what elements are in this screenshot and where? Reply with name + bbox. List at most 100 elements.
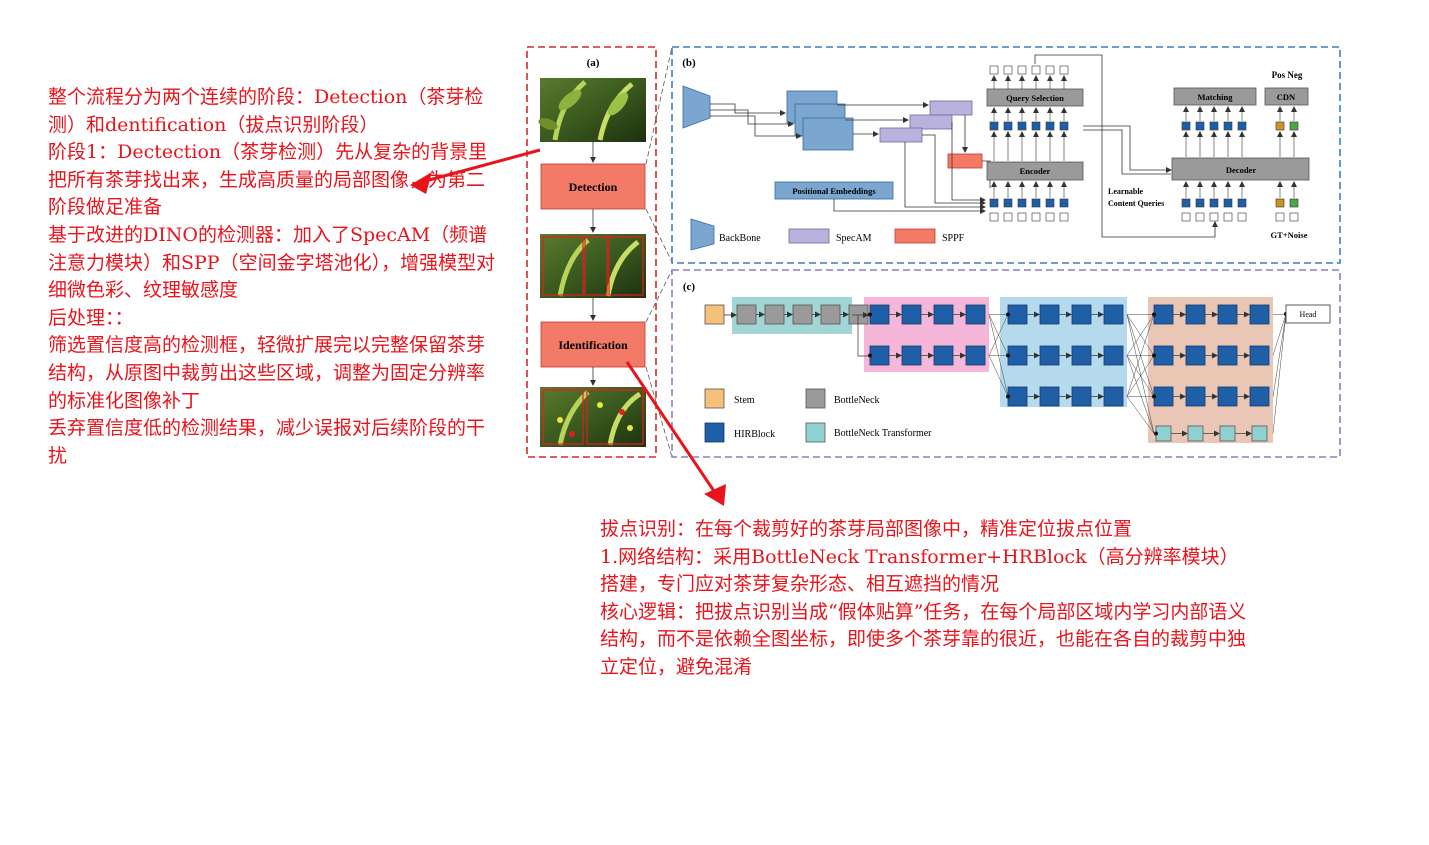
legend-hirblock-label: HIRBlock bbox=[734, 429, 775, 440]
junction-dot bbox=[868, 353, 872, 358]
hirblock bbox=[965, 304, 986, 325]
panel-c: (c) Head Stem BottleNeck HIRBlock Bottle… bbox=[671, 269, 1341, 458]
tea-image-detected bbox=[540, 234, 646, 298]
encoder-input-token bbox=[1059, 198, 1069, 208]
output-query-token bbox=[1045, 65, 1055, 75]
content-query-token bbox=[1195, 212, 1205, 222]
panel-b-border bbox=[671, 46, 1341, 264]
fusion-link bbox=[1272, 313, 1287, 356]
encoder-feature-token bbox=[1031, 121, 1041, 131]
hirblock bbox=[1153, 345, 1174, 366]
positional-token bbox=[1003, 212, 1013, 222]
junction-dot bbox=[868, 312, 872, 317]
noise-positive-token bbox=[1275, 198, 1285, 208]
positional-token bbox=[989, 212, 999, 222]
encoder-feature-token bbox=[1003, 121, 1013, 131]
encoder-input-token bbox=[1031, 198, 1041, 208]
bottleneck-transformer-block bbox=[1155, 425, 1172, 442]
matching-label: Matching bbox=[1198, 92, 1234, 102]
legend-specam-label: SpecAM bbox=[836, 233, 872, 244]
annotation-arrow-detection bbox=[410, 148, 541, 194]
legend-specam-swatch bbox=[788, 228, 830, 244]
legend-backbone-swatch bbox=[690, 218, 715, 251]
detection-label: Detection bbox=[569, 180, 618, 194]
hirblock bbox=[1103, 345, 1124, 366]
note-line: 阶段1：Dectection（茶芽检测）先从复杂的背景里把所有茶芽找出来，生成高… bbox=[48, 141, 488, 219]
hirblock bbox=[869, 304, 890, 325]
matching-box bbox=[1173, 87, 1257, 106]
fusion-link bbox=[1126, 314, 1155, 434]
panel-a-border bbox=[526, 46, 657, 458]
encoder-feature-token bbox=[1045, 121, 1055, 131]
panel-b: (b) Positional Embeddings bbox=[671, 46, 1341, 264]
note-line: 基于改进的DINO的检测器：加入了SpecAM（频谱注意力模块）和SPP（空间金… bbox=[48, 223, 496, 302]
hirblock bbox=[1185, 345, 1206, 366]
encoder-input-token bbox=[1003, 198, 1013, 208]
content-query-token bbox=[1223, 212, 1233, 222]
gt-token bbox=[1275, 212, 1285, 222]
decoder-output-token bbox=[1223, 121, 1233, 131]
junction-dot bbox=[1006, 353, 1010, 358]
tea-image-original bbox=[538, 78, 646, 142]
bottleneck-block bbox=[792, 304, 813, 325]
legend-bottleneck-transformer-label: BottleNeck Transformer bbox=[834, 428, 932, 439]
decoder-query-token bbox=[1181, 198, 1191, 208]
bottleneck-transformer-block bbox=[1251, 425, 1268, 442]
decoder-query-token bbox=[1237, 198, 1247, 208]
left-annotation: 整个流程分为两个连续的阶段：Detection（茶芽检测）和dentificat… bbox=[48, 84, 503, 470]
hirblock bbox=[1185, 386, 1206, 407]
encoder-input-token bbox=[989, 198, 999, 208]
stem-block bbox=[704, 304, 725, 325]
junction-dot bbox=[1152, 353, 1156, 358]
cdn-negative-token bbox=[1289, 121, 1299, 131]
legend-hirblock-swatch bbox=[704, 422, 725, 443]
decoder-box bbox=[1171, 157, 1310, 181]
cdn-box bbox=[1264, 87, 1309, 106]
bottleneck-transformer-block bbox=[1187, 425, 1204, 442]
output-query-token bbox=[1059, 65, 1069, 75]
encoder-feature-token bbox=[1017, 121, 1027, 131]
hirblock bbox=[1007, 386, 1028, 407]
specam-block bbox=[909, 114, 953, 130]
content-queries-label: Content Queries bbox=[1108, 199, 1164, 208]
note-line: 1.网络结构：采用BottleNeck Transformer+HRBlock（… bbox=[600, 545, 1239, 596]
hirblock bbox=[933, 304, 954, 325]
head-label: Head bbox=[1300, 310, 1317, 319]
panel-a: (a) Detection Identification bbox=[526, 46, 657, 458]
hirblock bbox=[1103, 304, 1124, 325]
hirblock bbox=[1007, 304, 1028, 325]
output-query-token bbox=[1003, 65, 1013, 75]
hirblock bbox=[933, 345, 954, 366]
tea-image-identified bbox=[540, 387, 646, 447]
encoder-box bbox=[986, 161, 1084, 181]
backbone-block bbox=[682, 85, 711, 129]
noise-negative-token bbox=[1289, 198, 1299, 208]
content-query-token bbox=[1181, 212, 1191, 222]
hirblock bbox=[1153, 304, 1174, 325]
fusion-link bbox=[1272, 313, 1287, 315]
output-query-token bbox=[1017, 65, 1027, 75]
positional-token bbox=[1045, 212, 1055, 222]
note-line: 核心逻辑：把拔点识别当成“假体贴算”任务，在每个局部区域内学习内部语义结构，而不… bbox=[600, 600, 1247, 678]
legend-stem-label: Stem bbox=[734, 395, 755, 406]
hirblock bbox=[965, 345, 986, 366]
positional-token bbox=[1017, 212, 1027, 222]
decoder-output-token bbox=[1237, 121, 1247, 131]
hirblock bbox=[1039, 345, 1060, 366]
fusion-link bbox=[1272, 313, 1287, 397]
fusion-link bbox=[1272, 313, 1287, 434]
bottleneck-block bbox=[820, 304, 841, 325]
encoder-feature-token bbox=[989, 121, 999, 131]
hirblock bbox=[1007, 345, 1028, 366]
query-selection-box bbox=[986, 88, 1084, 107]
decoder-label: Decoder bbox=[1226, 165, 1256, 175]
panel-c-label: (c) bbox=[683, 281, 696, 293]
content-query-token bbox=[1209, 212, 1219, 222]
stage-link bbox=[857, 315, 868, 357]
note-line: 丢弃置信度低的检测结果，减少误报对后续阶段的干扰 bbox=[48, 417, 486, 467]
decoder-output-token bbox=[1181, 121, 1191, 131]
positional-token bbox=[1031, 212, 1041, 222]
junction-dot bbox=[1006, 312, 1010, 317]
hirblock bbox=[1249, 386, 1270, 407]
